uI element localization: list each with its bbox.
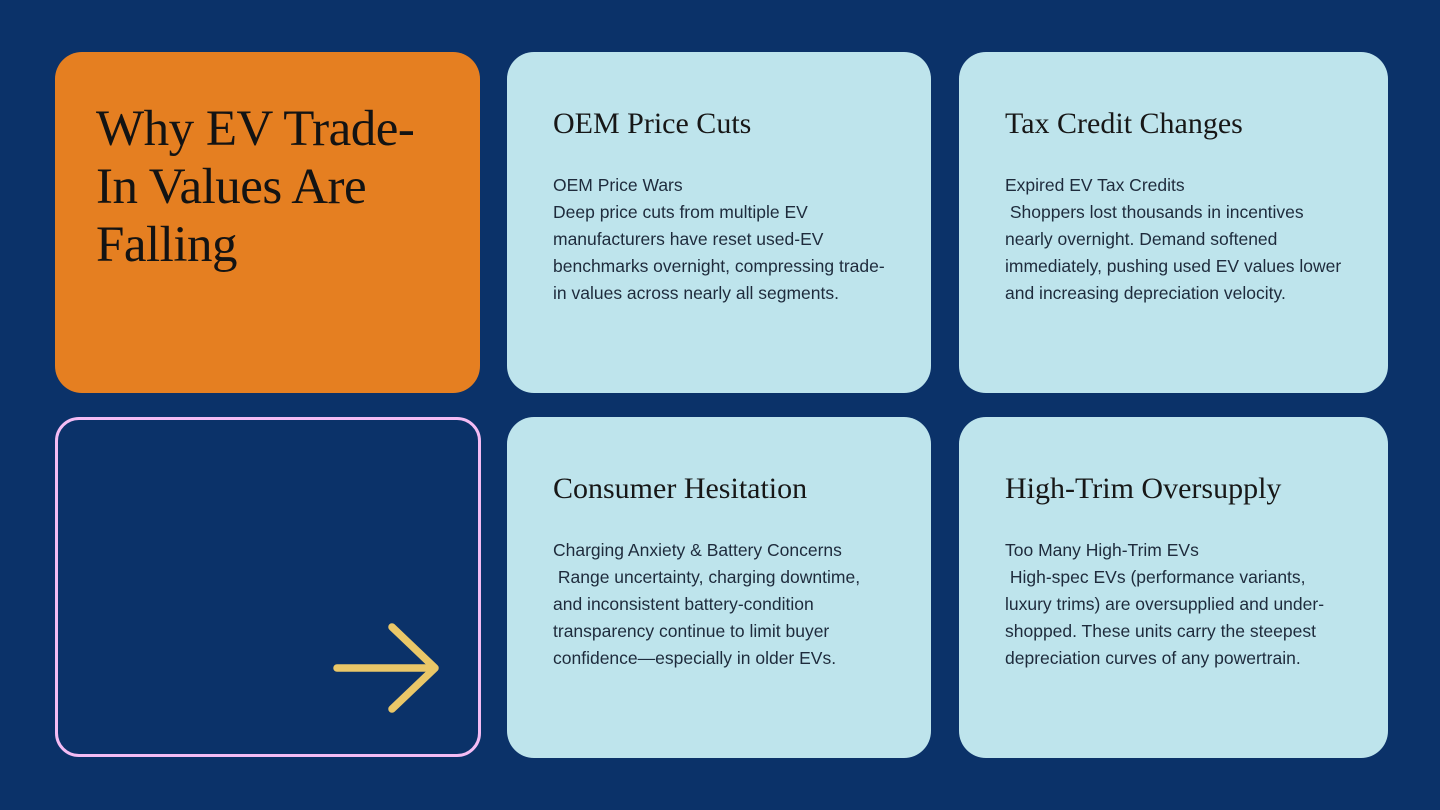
arrow-card: [55, 417, 481, 757]
card-heading-oem-price-cuts: OEM Price Cuts: [553, 107, 752, 140]
card-body-high-trim-oversupply: Too Many High-Trim EVs High-spec EVs (pe…: [1005, 540, 1325, 668]
card-heading-tax-credit-changes: Tax Credit Changes: [1005, 107, 1243, 140]
card-heading-high-trim-oversupply: High-Trim Oversupply: [1005, 472, 1282, 505]
card-tax-credit-changes: Tax Credit Changes Expired EV Tax Credit…: [959, 52, 1388, 393]
card-body-oem-price-cuts: OEM Price Wars Deep price cuts from mult…: [553, 175, 885, 303]
card-heading-consumer-hesitation: Consumer Hesitation: [553, 472, 808, 505]
slide-title: Why EV Trade-In Values Are Falling: [96, 101, 415, 273]
card-body-tax-credit-changes: Expired EV Tax Credits Shoppers lost tho…: [1005, 175, 1342, 303]
card-oem-price-cuts: OEM Price Cuts OEM Price Wars Deep price…: [507, 52, 931, 393]
card-high-trim-oversupply: High-Trim Oversupply Too Many High-Trim …: [959, 417, 1388, 758]
title-card: Why EV Trade-In Values Are Falling: [55, 52, 480, 393]
card-consumer-hesitation: Consumer Hesitation Charging Anxiety & B…: [507, 417, 931, 758]
arrow-right-icon: [332, 622, 442, 714]
card-body-consumer-hesitation: Charging Anxiety & Battery Concerns Rang…: [553, 540, 861, 668]
